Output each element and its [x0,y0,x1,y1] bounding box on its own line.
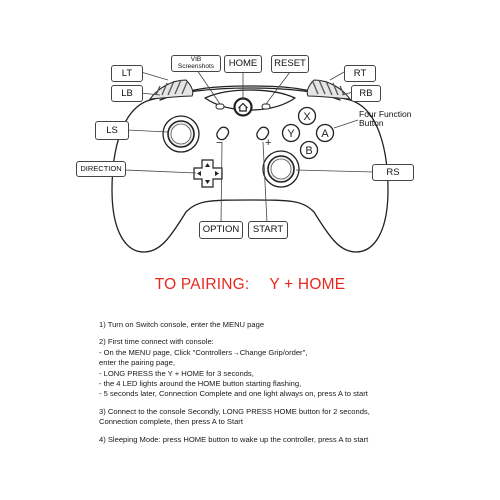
label-rt-text: RT [353,67,367,79]
label-home: HOME [224,55,262,73]
label-reset-text: RESET [274,58,306,70]
instruction-line: Connection complete, then press A to Sta… [99,417,243,427]
pairing-prefix: TO PAIRING: [154,276,250,293]
label-direction: DIRECTION [76,161,126,177]
label-lb: LB [111,85,143,102]
a-button [315,123,335,143]
a-button-label: A [321,128,329,140]
label-rb-text: RB [359,87,373,99]
left-stick [162,115,200,153]
minus-button [216,126,230,141]
lb-bumper [148,79,194,100]
right-stick [262,150,300,188]
instruction-line: - On the MENU page, Click "Controllers→C… [99,347,308,357]
label-vib-text: VIB [190,55,202,63]
home-house-icon [238,102,248,112]
instruction-step: 3) Connect to the console Secondly, LONG… [99,407,489,428]
label-rt: RT [344,65,376,82]
label-start-text: START [252,224,284,236]
controller-diagram: − + Y X A B [111,69,389,253]
pairing-headline: TO PAIRING: Y + HOME [0,276,500,294]
label-direction-text: DIRECTION [80,164,122,174]
instruction-line: 4) Sleeping Mode: press HOME button to w… [99,434,369,444]
screenshot-small-button [261,103,271,110]
label-lt-text: LT [121,67,133,79]
leader-lines [124,69,375,224]
minus-symbol: − [216,137,222,149]
label-home-text: HOME [228,58,258,70]
label-rb: RB [351,85,381,102]
x-button-label: X [303,111,311,123]
label-option-text: OPTION [202,224,240,236]
instructions: 1) Turn on Switch console, enter the MEN… [99,320,489,452]
instruction-line: - 5 seconds later, Connection Complete a… [99,389,368,399]
instruction-step: 1) Turn on Switch console, enter the MEN… [99,320,489,330]
y-button-label: Y [287,128,295,140]
instruction-line: 2) First time connect with console: [99,337,214,347]
label-rs: RS [372,164,414,181]
instruction-step: 4) Sleeping Mode: press HOME button to w… [99,435,489,445]
pairing-combo: Y + HOME [269,276,346,293]
plus-button [256,126,270,141]
label-button-text: Button [359,117,384,128]
label-rs-text: RS [386,166,400,178]
plus-symbol: + [265,137,271,149]
label-ls: LS [95,121,129,140]
label-lt: LT [111,65,143,82]
instruction-line: 1) Turn on Switch console, enter the MEN… [99,320,265,329]
b-button-label: B [305,145,312,157]
label-four-function-text: Four Function [359,109,412,119]
home-button [233,97,253,117]
instruction-step: 2) First time connect with console:- On … [99,337,489,399]
vib-small-button [215,103,225,110]
instruction-line: enter the pairing page, [99,358,175,368]
label-lb-text: LB [121,87,133,99]
b-button [299,140,319,160]
label-option: OPTION [199,221,243,239]
instruction-line: 3) Connect to the console Secondly, LONG… [99,406,370,416]
x-button [297,106,317,126]
d-pad [193,159,223,188]
label-ls-text: LS [106,124,118,136]
label-reset: RESET [271,55,309,73]
y-button [281,123,301,143]
label-screenshots-text: Screenshots [177,62,215,70]
instruction-line: - LONG PRESS the Y + HOME for 3 seconds, [99,368,254,378]
label-four-function: Four Function Button [359,110,423,132]
rb-bumper [306,79,352,100]
controller-body [111,87,389,253]
label-start: START [248,221,288,239]
instruction-line: - the 4 LED lights around the HOME butto… [99,379,302,389]
label-vib-screenshots: VIB Screenshots [171,55,221,72]
